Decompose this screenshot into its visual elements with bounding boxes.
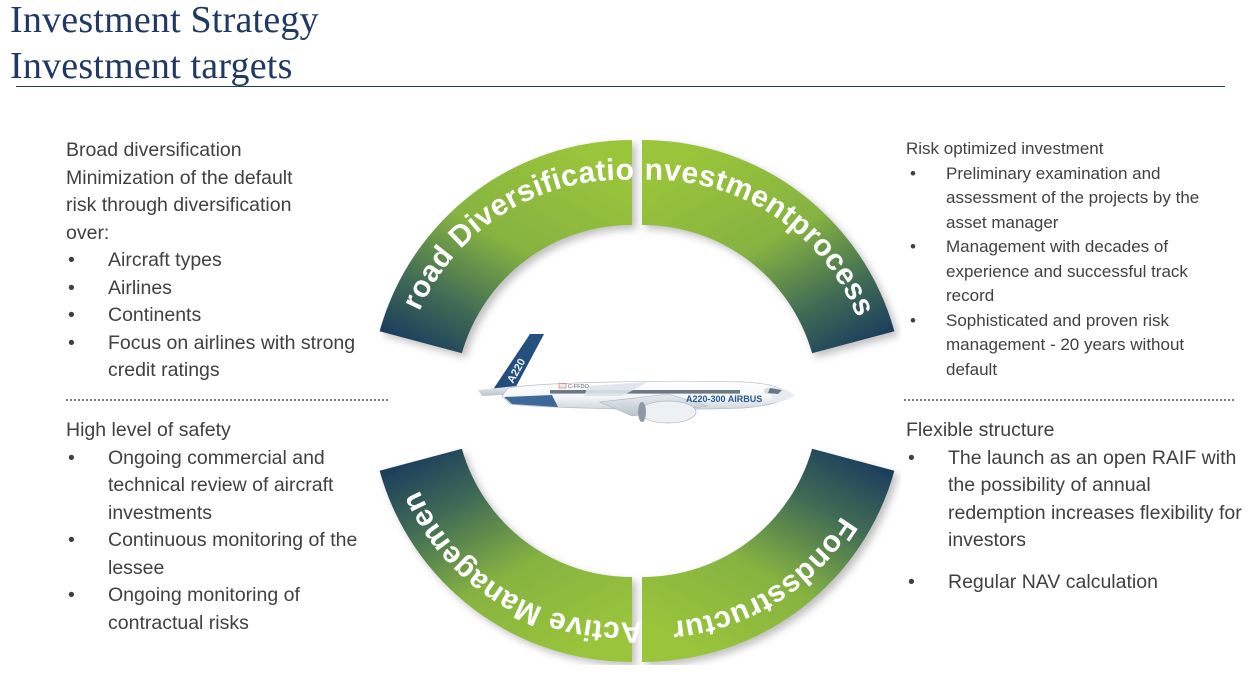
bullet-icon: • [910, 237, 916, 256]
donut-segment-fondsstructur[interactable]: Fondsstructur [642, 448, 895, 663]
aircraft-cockpit-window [768, 388, 782, 394]
aircraft-image-a220: A220 A220-300 AIRBUS C-FFDO [472, 320, 808, 428]
list-item-label: Airlines [108, 276, 172, 299]
bullet-icon: • [908, 570, 915, 593]
bullet-icon: • [68, 249, 75, 271]
list-item: • Regular NAV calculation [906, 569, 1242, 597]
block-heading: Flexible structure [906, 419, 1055, 441]
aircraft-flag-icon [558, 383, 567, 389]
bullet-icon: • [68, 529, 75, 551]
list-item: • Ongoing monitoring of contractual risks [66, 582, 386, 637]
list-item-label: Preliminary examination and assessment o… [946, 163, 1200, 232]
list-item: • Sophisticated and proven risk managemen… [906, 309, 1236, 383]
list-item: • Airlines [66, 275, 386, 303]
bullet-icon: • [908, 446, 915, 469]
aircraft-body-text: A220-300 AIRBUS [686, 394, 762, 404]
aircraft-nose [772, 386, 794, 403]
list-item-label: Management with decades of experience an… [946, 237, 1188, 305]
list-item: • Ongoing commercial and technical review… [66, 445, 386, 528]
list-spacer [906, 555, 1242, 569]
bullet-icon: • [68, 304, 75, 326]
bullet-icon: • [68, 276, 75, 299]
list-item-label: Regular NAV calculation [948, 570, 1158, 593]
list-item: • Management with decades of experience a… [906, 235, 1236, 309]
page-title-line-2: Investment targets [10, 45, 293, 87]
left-column-divider [66, 399, 388, 401]
list-item-label: Sophisticated and proven risk management… [946, 310, 1185, 379]
list-item: • Aircraft types [66, 247, 386, 275]
right-column-divider [904, 399, 1234, 401]
list-item: • The launch as an open RAIF with the pos… [906, 445, 1242, 555]
bullet-list: • Aircraft types • Airlines • Continents • F… [66, 247, 386, 385]
header-divider-rule [16, 86, 1225, 87]
page-header: Investment Strategy Investment targets [0, 0, 1248, 96]
bullet-icon: • [910, 163, 916, 183]
bullet-list: • Ongoing commercial and technical review… [66, 445, 386, 638]
list-item-label: Aircraft types [108, 249, 222, 271]
text-block-broad-diversification: Broad diversification Minimization of th… [66, 137, 386, 385]
block-heading: High level of safety [66, 419, 231, 441]
bullet-icon: • [68, 331, 75, 354]
aircraft-livery-stripe [504, 395, 558, 407]
block-heading: Broad diversification Minimization of th… [66, 139, 293, 244]
list-item: • Continuous monitoring of the lessee [66, 527, 386, 582]
bullet-list: • Preliminary examination and assessment … [906, 162, 1236, 383]
list-item: • Continents [66, 302, 386, 330]
text-block-risk-optimized-investment: Risk optimized investment • Preliminary e… [906, 137, 1236, 382]
text-block-flexible-structure: Flexible structure • The launch as an ope… [906, 417, 1242, 596]
list-item-label: Continents [108, 304, 202, 326]
bullet-icon: • [910, 310, 916, 330]
aircraft-engine [638, 400, 697, 424]
text-block-high-level-of-safety: High level of safety • Ongoing commercial… [66, 417, 386, 637]
aircraft-registration-text: C-FFDO [568, 384, 589, 390]
list-item-label: Focus on airlines with strong credit rat… [108, 331, 356, 382]
bullet-icon: • [68, 446, 75, 469]
aircraft-wing-upper [584, 382, 648, 396]
list-item: • Preliminary examination and assessment … [906, 162, 1236, 236]
bullet-list: • The launch as an open RAIF with the pos… [906, 445, 1242, 597]
block-heading: Risk optimized investment [906, 139, 1104, 158]
list-item-label: The launch as an open RAIF with the poss… [948, 446, 1242, 552]
page-title-line-1: Investment Strategy [10, 0, 319, 41]
bullet-icon: • [68, 584, 75, 606]
list-item-label: Ongoing commercial and technical review … [108, 446, 334, 524]
list-item: • Focus on airlines with strong credit ra… [66, 330, 386, 385]
list-item-label: Continuous monitoring of the lessee [108, 529, 358, 579]
list-item-label: Ongoing monitoring of contractual risks [108, 584, 300, 634]
